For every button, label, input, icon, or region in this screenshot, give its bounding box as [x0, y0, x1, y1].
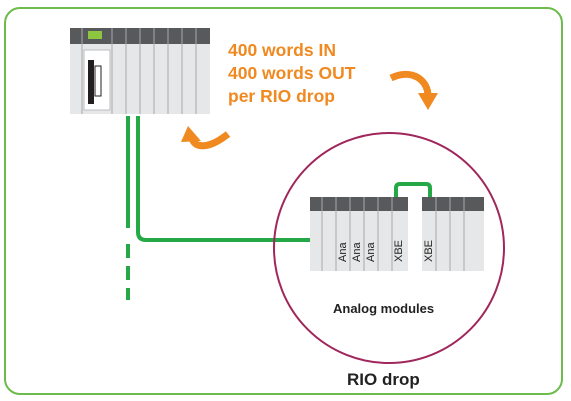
arrow-in-head: [181, 126, 201, 142]
arrow-out-head: [418, 93, 438, 110]
rio-drop-label: RIO drop: [347, 370, 420, 389]
module-label-1: Ana: [337, 242, 349, 262]
diagram-frame: [4, 7, 563, 395]
arrow-out: [389, 70, 432, 97]
info-line-3: per RIO drop: [228, 86, 335, 106]
info-text: 400 words IN 400 words OUT per RIO drop: [228, 39, 355, 108]
module-label-4: XBE: [393, 239, 405, 262]
drop-cable: [136, 116, 310, 242]
extension-cable: [394, 182, 432, 197]
rio-rack-icon: [310, 197, 408, 271]
extension-rack-icon: [422, 197, 484, 271]
info-line-2: 400 words OUT: [228, 63, 356, 83]
rio-drop-circle: [273, 132, 505, 364]
rio-cable: [126, 116, 432, 300]
cpu-rack-icon: [70, 28, 210, 114]
ext-module-label: XBE: [423, 239, 435, 262]
info-line-1: 400 words IN: [228, 40, 336, 60]
module-label-2: Ana: [351, 242, 363, 262]
cpu-status-led: [88, 31, 102, 39]
analog-modules-label: Analog modules: [333, 301, 435, 316]
module-label-3: Ana: [365, 242, 377, 262]
